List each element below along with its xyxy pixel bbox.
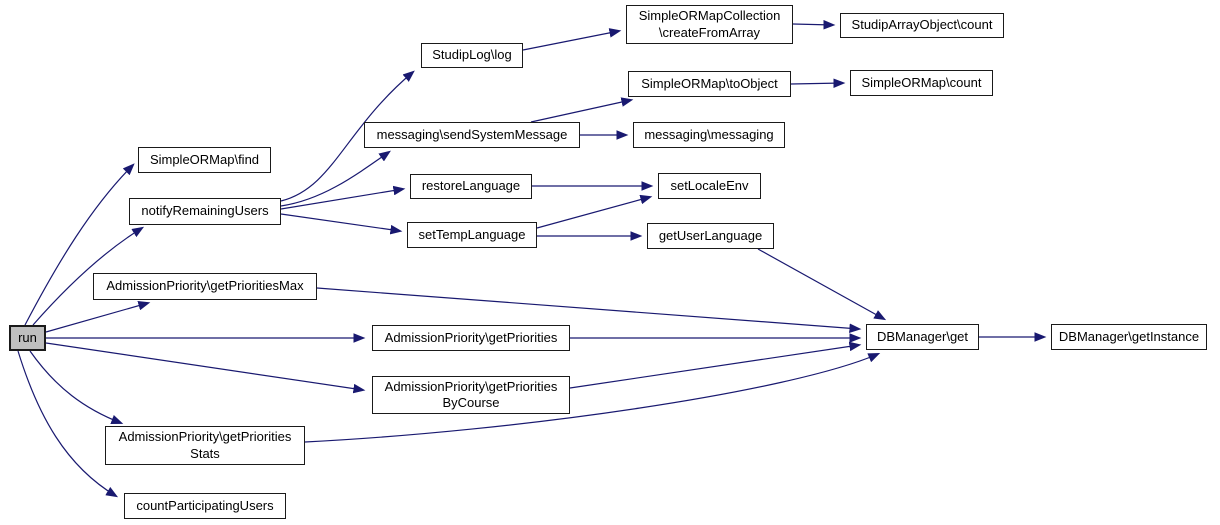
- node-set-locale-env[interactable]: setLocaleEnv: [658, 173, 761, 199]
- node-simpleormap-count[interactable]: SimpleORMap\count: [850, 70, 993, 96]
- edge-run--admissionpriority-getprioritiesstats: [29, 350, 124, 424]
- node-run: run: [9, 325, 46, 351]
- node-dbmanager-get[interactable]: DBManager\get: [866, 324, 979, 350]
- node-count-participating-users[interactable]: countParticipatingUsers: [124, 493, 286, 519]
- node-messaging-sendsystemmessage[interactable]: messaging\sendSystemMessage: [364, 122, 580, 148]
- edge-simpleormapcollection-createfromarray--studiparrayobject-count: [792, 19, 836, 30]
- node-admissionpriority-getprioritiesbycourse[interactable]: AdmissionPriority\getPriorities ByCourse: [372, 376, 570, 414]
- node-simpleormapcollection-createfromarray[interactable]: SimpleORMapCollection \createFromArray: [626, 5, 793, 44]
- edge-messaging-sendsystemmessage--simpleormap-toobject: [530, 97, 634, 123]
- edge-notify-remaining-users--restore-language: [280, 185, 406, 210]
- node-restore-language[interactable]: restoreLanguage: [410, 174, 532, 199]
- node-get-user-language[interactable]: getUserLanguage: [647, 223, 774, 249]
- node-simpleormap-find[interactable]: SimpleORMap\find: [138, 147, 271, 173]
- node-notify-remaining-users[interactable]: notifyRemainingUsers: [129, 198, 281, 225]
- edge-notify-remaining-users--set-temp-language: [280, 213, 403, 235]
- edge-run--admissionpriority-getprioritiesmax: [45, 301, 151, 333]
- node-admissionpriority-getprioritiesstats[interactable]: AdmissionPriority\getPriorities Stats: [105, 426, 305, 465]
- edge-notify-remaining-users--messaging-sendsystemmessage: [280, 150, 391, 207]
- node-dbmanager-getinstance[interactable]: DBManager\getInstance: [1051, 324, 1207, 350]
- edge-admissionpriority-getprioritiesmax--dbmanager-get: [316, 287, 862, 334]
- node-set-temp-language[interactable]: setTempLanguage: [407, 222, 537, 248]
- edge-get-user-language--dbmanager-get: [757, 248, 887, 321]
- node-simpleormap-toobject[interactable]: SimpleORMap\toObject: [628, 71, 791, 97]
- node-messaging-messaging[interactable]: messaging\messaging: [633, 122, 785, 148]
- edge-set-temp-language--set-locale-env: [536, 194, 653, 229]
- node-studiplog-log[interactable]: StudipLog\log: [421, 43, 523, 68]
- edge-run--count-participating-users: [17, 350, 119, 498]
- edge-notify-remaining-users--studiplog-log: [280, 70, 415, 202]
- edge-simpleormap-toobject--simpleormap-count: [790, 78, 846, 88]
- node-admissionpriority-getprioritiesmax[interactable]: AdmissionPriority\getPrioritiesMax: [93, 273, 317, 300]
- edge-studiplog-log--simpleormapcollection-createfromarray: [522, 28, 622, 51]
- edge-run--admissionpriority-getprioritiesbycourse: [45, 342, 366, 394]
- edge-run--notify-remaining-users: [32, 226, 145, 326]
- node-admissionpriority-getpriorities[interactable]: AdmissionPriority\getPriorities: [372, 325, 570, 351]
- edge-admissionpriority-getprioritiesbycourse--dbmanager-get: [569, 341, 862, 389]
- edge-run--simpleormap-find: [24, 163, 135, 326]
- node-studiparrayobject-count[interactable]: StudipArrayObject\count: [840, 13, 1004, 38]
- edge-admissionpriority-getprioritiesstats--dbmanager-get: [304, 353, 881, 443]
